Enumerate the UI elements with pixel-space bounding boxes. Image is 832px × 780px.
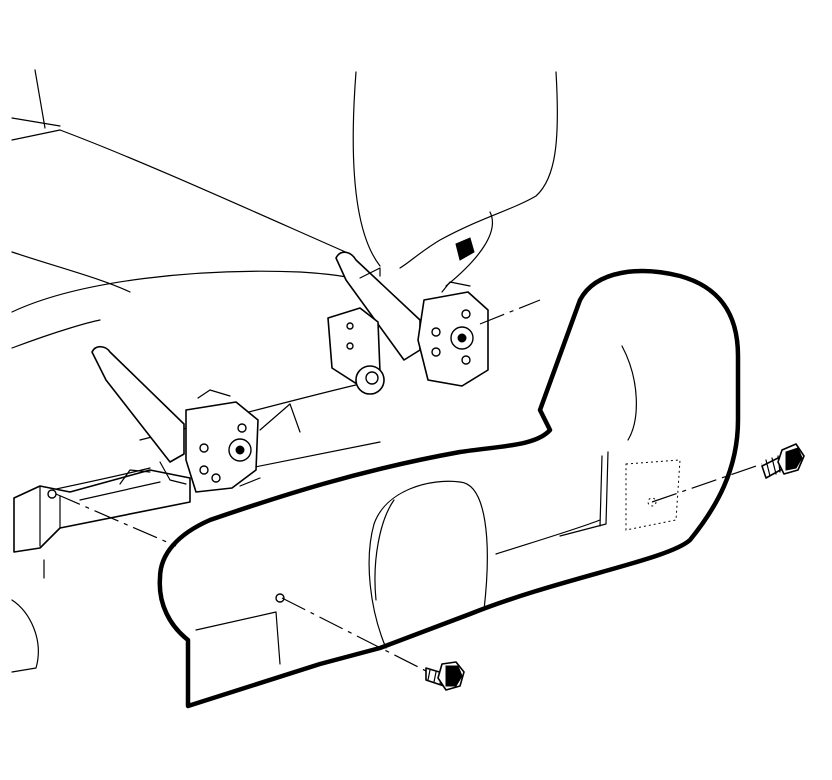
- seat-adjuster-track: [13, 441, 381, 579]
- recliner-bracket-rear: [327, 237, 489, 395]
- upper-shield-bolt: [761, 443, 805, 479]
- seat-back: [11, 69, 558, 287]
- recliner-bracket-front: [91, 345, 259, 493]
- lower-shield-bolt: [425, 661, 465, 691]
- leader-lines: [55, 299, 763, 673]
- seat-side-shield: [157, 268, 741, 709]
